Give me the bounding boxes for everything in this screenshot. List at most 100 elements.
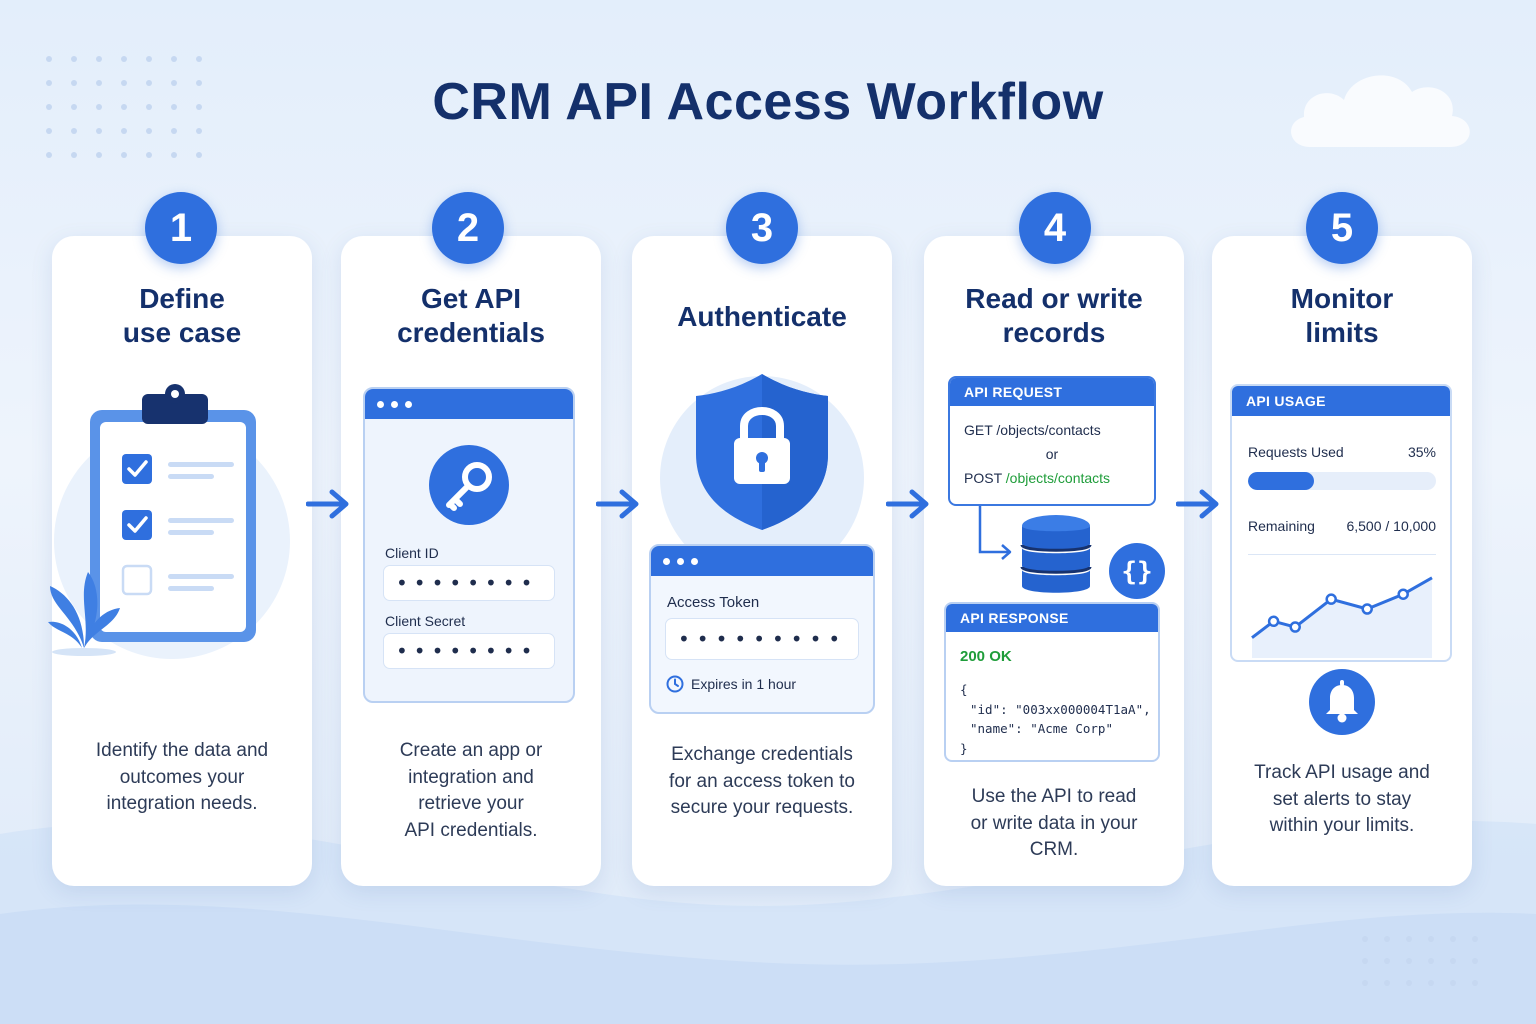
step-4-description: Use the API to read or write data in you… xyxy=(970,786,1138,860)
decor-dot xyxy=(121,128,127,134)
trend-point xyxy=(1267,615,1280,628)
client-secret-label: Client Secret xyxy=(385,613,466,629)
usage-trend-chart xyxy=(1251,576,1433,658)
decor-dot xyxy=(1428,936,1434,942)
decor-dot xyxy=(121,104,127,110)
decor-dot xyxy=(146,128,152,134)
request-post-line: POST /objects/contacts xyxy=(964,470,1111,486)
api-request-header: API REQUEST xyxy=(950,378,1154,406)
decor-dot xyxy=(1362,980,1368,986)
decor-dot xyxy=(1384,936,1390,942)
decor-dot xyxy=(1384,958,1390,964)
remaining-value: 6,500 / 10,000 xyxy=(1346,518,1436,534)
dot-pattern-right xyxy=(1362,936,1492,996)
decor-dot xyxy=(196,152,202,158)
bell-icon xyxy=(1309,669,1375,735)
step-5-description: Track API usage and set alerts to stay w… xyxy=(1254,762,1430,836)
step-5-badge: 5 xyxy=(1306,192,1378,264)
step-2-badge: 2 xyxy=(432,192,504,264)
client-id-field[interactable]: •••••••• xyxy=(383,565,555,601)
dot-pattern-left xyxy=(46,56,216,166)
step-4-badge: 4 xyxy=(1019,192,1091,264)
decor-dot xyxy=(1472,936,1478,942)
access-token-label: Access Token xyxy=(667,594,760,611)
clipboard-checklist-icon xyxy=(48,384,290,659)
decor-dot xyxy=(71,104,77,110)
trend-point xyxy=(1289,621,1301,633)
decor-dot xyxy=(46,56,52,62)
decor-dot xyxy=(146,104,152,110)
step-2-description: Create an app or integration and retriev… xyxy=(399,740,543,841)
decor-dot xyxy=(1406,980,1412,986)
decor-dot xyxy=(171,104,177,110)
trend-point xyxy=(1397,588,1409,600)
step-3-description: Exchange credentials for an access token… xyxy=(669,744,855,818)
decor-dot xyxy=(196,56,202,62)
decor-dot xyxy=(96,152,102,158)
plant-leaves xyxy=(48,572,120,648)
cloud-decoration xyxy=(1291,75,1470,147)
step-1-description: Identify the data and outcomes your inte… xyxy=(95,740,269,814)
arrow-right-icon xyxy=(596,489,639,519)
window-titlebar xyxy=(651,546,873,576)
decor-dot xyxy=(1450,958,1456,964)
usage-progress-bar xyxy=(1248,472,1436,490)
decor-dot xyxy=(171,128,177,134)
arrow-right-icon xyxy=(1176,489,1219,519)
decor-dot xyxy=(196,80,202,86)
api-usage-panel: API USAGE Requests Used 35% Remaining 6,… xyxy=(1230,384,1452,662)
page-title: CRM API Access Workflow xyxy=(432,73,1104,131)
decor-dot xyxy=(171,152,177,158)
response-body: { "id": "003xx000004T1aA", "name": "Acme… xyxy=(960,682,1151,756)
decor-dot xyxy=(71,56,77,62)
step-4-title: Read or write records xyxy=(965,283,1143,348)
window-titlebar xyxy=(365,389,573,419)
credentials-window: Client ID •••••••• Client Secret •••••••… xyxy=(363,387,575,703)
decor-dot xyxy=(196,104,202,110)
database-icon xyxy=(1020,515,1092,593)
decor-dot xyxy=(1472,980,1478,986)
access-token-field[interactable]: ••••••••• xyxy=(665,618,859,660)
api-usage-header: API USAGE xyxy=(1232,386,1450,416)
decor-dot xyxy=(71,152,77,158)
step-2-title: Get API credentials xyxy=(397,283,545,348)
decor-dot xyxy=(1384,980,1390,986)
decor-dot xyxy=(96,80,102,86)
token-expiry-text: Expires in 1 hour xyxy=(691,676,797,692)
client-id-label: Client ID xyxy=(385,545,439,561)
json-braces-icon: {} xyxy=(1109,543,1165,599)
decor-dot xyxy=(121,56,127,62)
clock-icon xyxy=(666,675,684,693)
client-secret-field[interactable]: •••••••• xyxy=(383,633,555,669)
divider xyxy=(1248,554,1436,555)
requests-used-label: Requests Used xyxy=(1248,444,1344,460)
decor-dot xyxy=(146,56,152,62)
decor-dot xyxy=(171,80,177,86)
step-3-card: Authenticate Access Token ••••••••• Expi… xyxy=(632,236,892,886)
decor-dot xyxy=(1362,936,1368,942)
step-3-badge: 3 xyxy=(726,192,798,264)
decor-dot xyxy=(1450,936,1456,942)
request-or-text: or xyxy=(1045,446,1059,462)
trend-point xyxy=(1361,603,1373,615)
decor-dot xyxy=(146,80,152,86)
arrow-right-icon xyxy=(886,489,929,519)
decor-dot xyxy=(1450,980,1456,986)
decor-dot xyxy=(71,128,77,134)
shield-lock-icon xyxy=(660,374,864,566)
trend-area xyxy=(1252,577,1432,658)
decor-dot xyxy=(196,128,202,134)
decor-dot xyxy=(121,152,127,158)
api-response-panel: API RESPONSE 200 OK { "id": "003xx000004… xyxy=(944,602,1160,762)
decor-dot xyxy=(46,152,52,158)
usage-progress-fill xyxy=(1248,472,1314,490)
request-flow-arrow xyxy=(978,506,1012,560)
decor-dot xyxy=(46,104,52,110)
trend-point xyxy=(1325,593,1337,605)
requests-used-percent: 35% xyxy=(1407,444,1436,460)
decor-dot xyxy=(1406,936,1412,942)
decor-dot xyxy=(1428,980,1434,986)
decor-dot xyxy=(1406,958,1412,964)
arrow-right-icon xyxy=(306,489,349,519)
access-token-window: Access Token ••••••••• Expires in 1 hour xyxy=(649,544,875,714)
